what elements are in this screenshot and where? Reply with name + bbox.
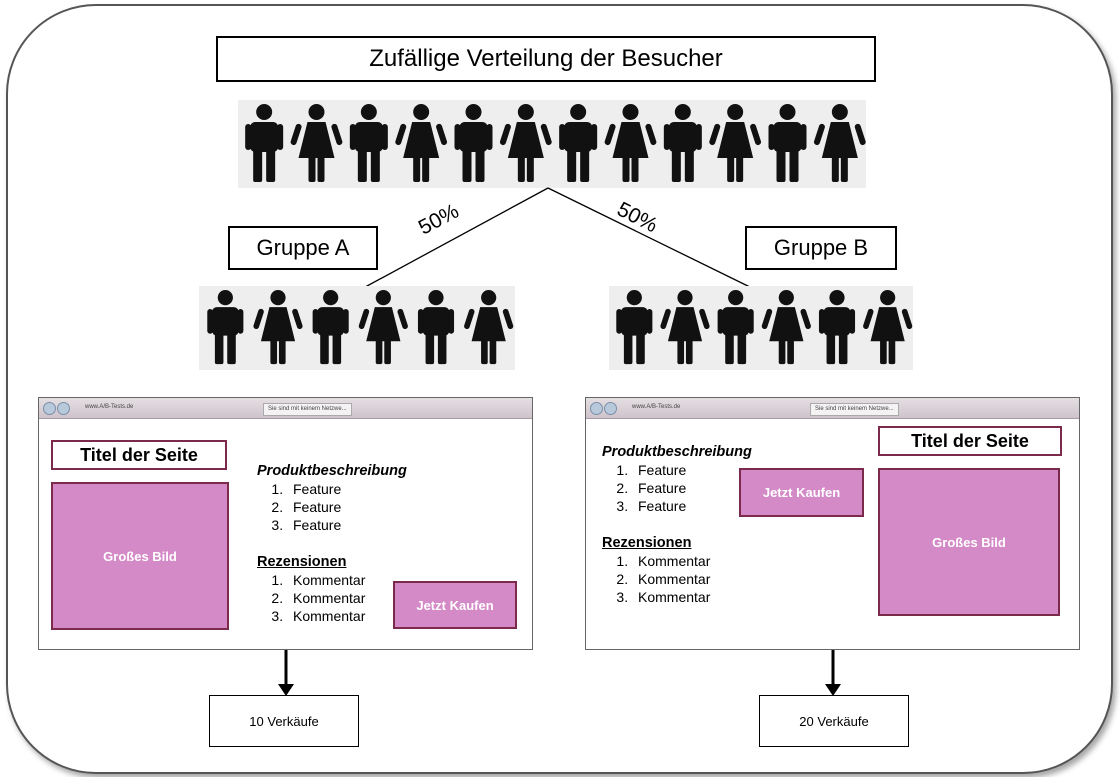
arrow-a-head: [278, 684, 294, 696]
male-person-icon: [245, 104, 284, 182]
list-item: Kommentar: [632, 552, 710, 570]
male-person-icon: [768, 104, 807, 182]
description-heading: Produktbeschreibung: [602, 444, 752, 460]
product-section: Produktbeschreibung Feature Feature Feat…: [602, 443, 752, 515]
browser-tab[interactable]: Sie sind mit keinem Netzwe...: [263, 403, 352, 416]
list-item: Feature: [287, 480, 407, 498]
visitors-group-b: [609, 286, 913, 370]
male-person-icon: [312, 290, 349, 365]
diagram-title: Zufällige Verteilung der Besucher: [216, 36, 876, 82]
group-a-label: Gruppe A: [228, 226, 378, 270]
female-person-icon: [863, 290, 913, 365]
female-person-icon: [395, 104, 448, 182]
large-image: Großes Bild: [51, 482, 229, 630]
male-person-icon: [663, 104, 702, 182]
female-person-icon: [813, 104, 866, 182]
male-person-icon: [616, 290, 653, 365]
female-person-icon: [660, 290, 710, 365]
group-b-label: Gruppe B: [745, 226, 897, 270]
sales-result-b: 20 Verkäufe: [759, 695, 909, 747]
female-person-icon: [464, 290, 514, 365]
variant-a-page: www.A/B-Tests.de Sie sind mit keinem Net…: [38, 397, 533, 650]
male-person-icon: [454, 104, 493, 182]
visitors-group-a: [199, 286, 515, 370]
forward-icon[interactable]: [57, 402, 70, 415]
female-person-icon: [761, 290, 811, 365]
forward-icon[interactable]: [604, 402, 617, 415]
browser-toolbar: www.A/B-Tests.de Sie sind mit keinem Net…: [586, 398, 1079, 419]
buy-now-button[interactable]: Jetzt Kaufen: [393, 581, 517, 629]
male-person-icon: [349, 104, 388, 182]
male-person-icon: [559, 104, 598, 182]
male-person-icon: [207, 290, 244, 365]
page-title: Titel der Seite: [51, 440, 227, 470]
reviews-section: Rezensionen Kommentar Kommentar Kommenta…: [602, 534, 710, 606]
feature-list: Feature Feature Feature: [257, 480, 407, 534]
back-icon[interactable]: [43, 402, 56, 415]
buy-now-button[interactable]: Jetzt Kaufen: [739, 468, 864, 517]
address-bar[interactable]: www.A/B-Tests.de: [85, 404, 134, 410]
reviews-heading: Rezensionen: [257, 554, 347, 570]
list-item: Kommentar: [632, 570, 710, 588]
visitors-all: [238, 100, 866, 188]
male-person-icon: [417, 290, 455, 365]
back-icon[interactable]: [590, 402, 603, 415]
browser-tab[interactable]: Sie sind mit keinem Netzwe...: [810, 403, 899, 416]
review-list: Kommentar Kommentar Kommentar: [602, 552, 710, 606]
female-person-icon: [358, 290, 408, 365]
page-title: Titel der Seite: [878, 426, 1062, 456]
female-person-icon: [499, 104, 552, 182]
reviews-section: Rezensionen Kommentar Kommentar Kommenta…: [257, 553, 365, 625]
list-item: Kommentar: [287, 607, 365, 625]
list-item: Kommentar: [287, 571, 365, 589]
large-image: Großes Bild: [878, 468, 1060, 616]
list-item: Feature: [632, 497, 752, 515]
description-heading: Produktbeschreibung: [257, 463, 407, 479]
male-person-icon: [818, 290, 856, 365]
female-person-icon: [709, 104, 762, 182]
browser-toolbar: www.A/B-Tests.de Sie sind mit keinem Net…: [39, 398, 532, 419]
feature-list: Feature Feature Feature: [602, 461, 752, 515]
variant-b-page: www.A/B-Tests.de Sie sind mit keinem Net…: [585, 397, 1080, 650]
split-line-a: [355, 187, 549, 293]
list-item: Kommentar: [632, 588, 710, 606]
female-person-icon: [253, 290, 303, 365]
male-person-icon: [717, 290, 754, 365]
address-bar[interactable]: www.A/B-Tests.de: [632, 404, 681, 410]
reviews-heading: Rezensionen: [602, 535, 692, 551]
split-line-b: [547, 187, 757, 291]
list-item: Kommentar: [287, 589, 365, 607]
list-item: Feature: [632, 461, 752, 479]
review-list: Kommentar Kommentar Kommentar: [257, 571, 365, 625]
list-item: Feature: [632, 479, 752, 497]
list-item: Feature: [287, 516, 407, 534]
arrow-b-head: [825, 684, 841, 696]
product-section: Produktbeschreibung Feature Feature Feat…: [257, 462, 407, 534]
sales-result-a: 10 Verkäufe: [209, 695, 359, 747]
female-person-icon: [290, 104, 343, 182]
list-item: Feature: [287, 498, 407, 516]
female-person-icon: [604, 104, 657, 182]
